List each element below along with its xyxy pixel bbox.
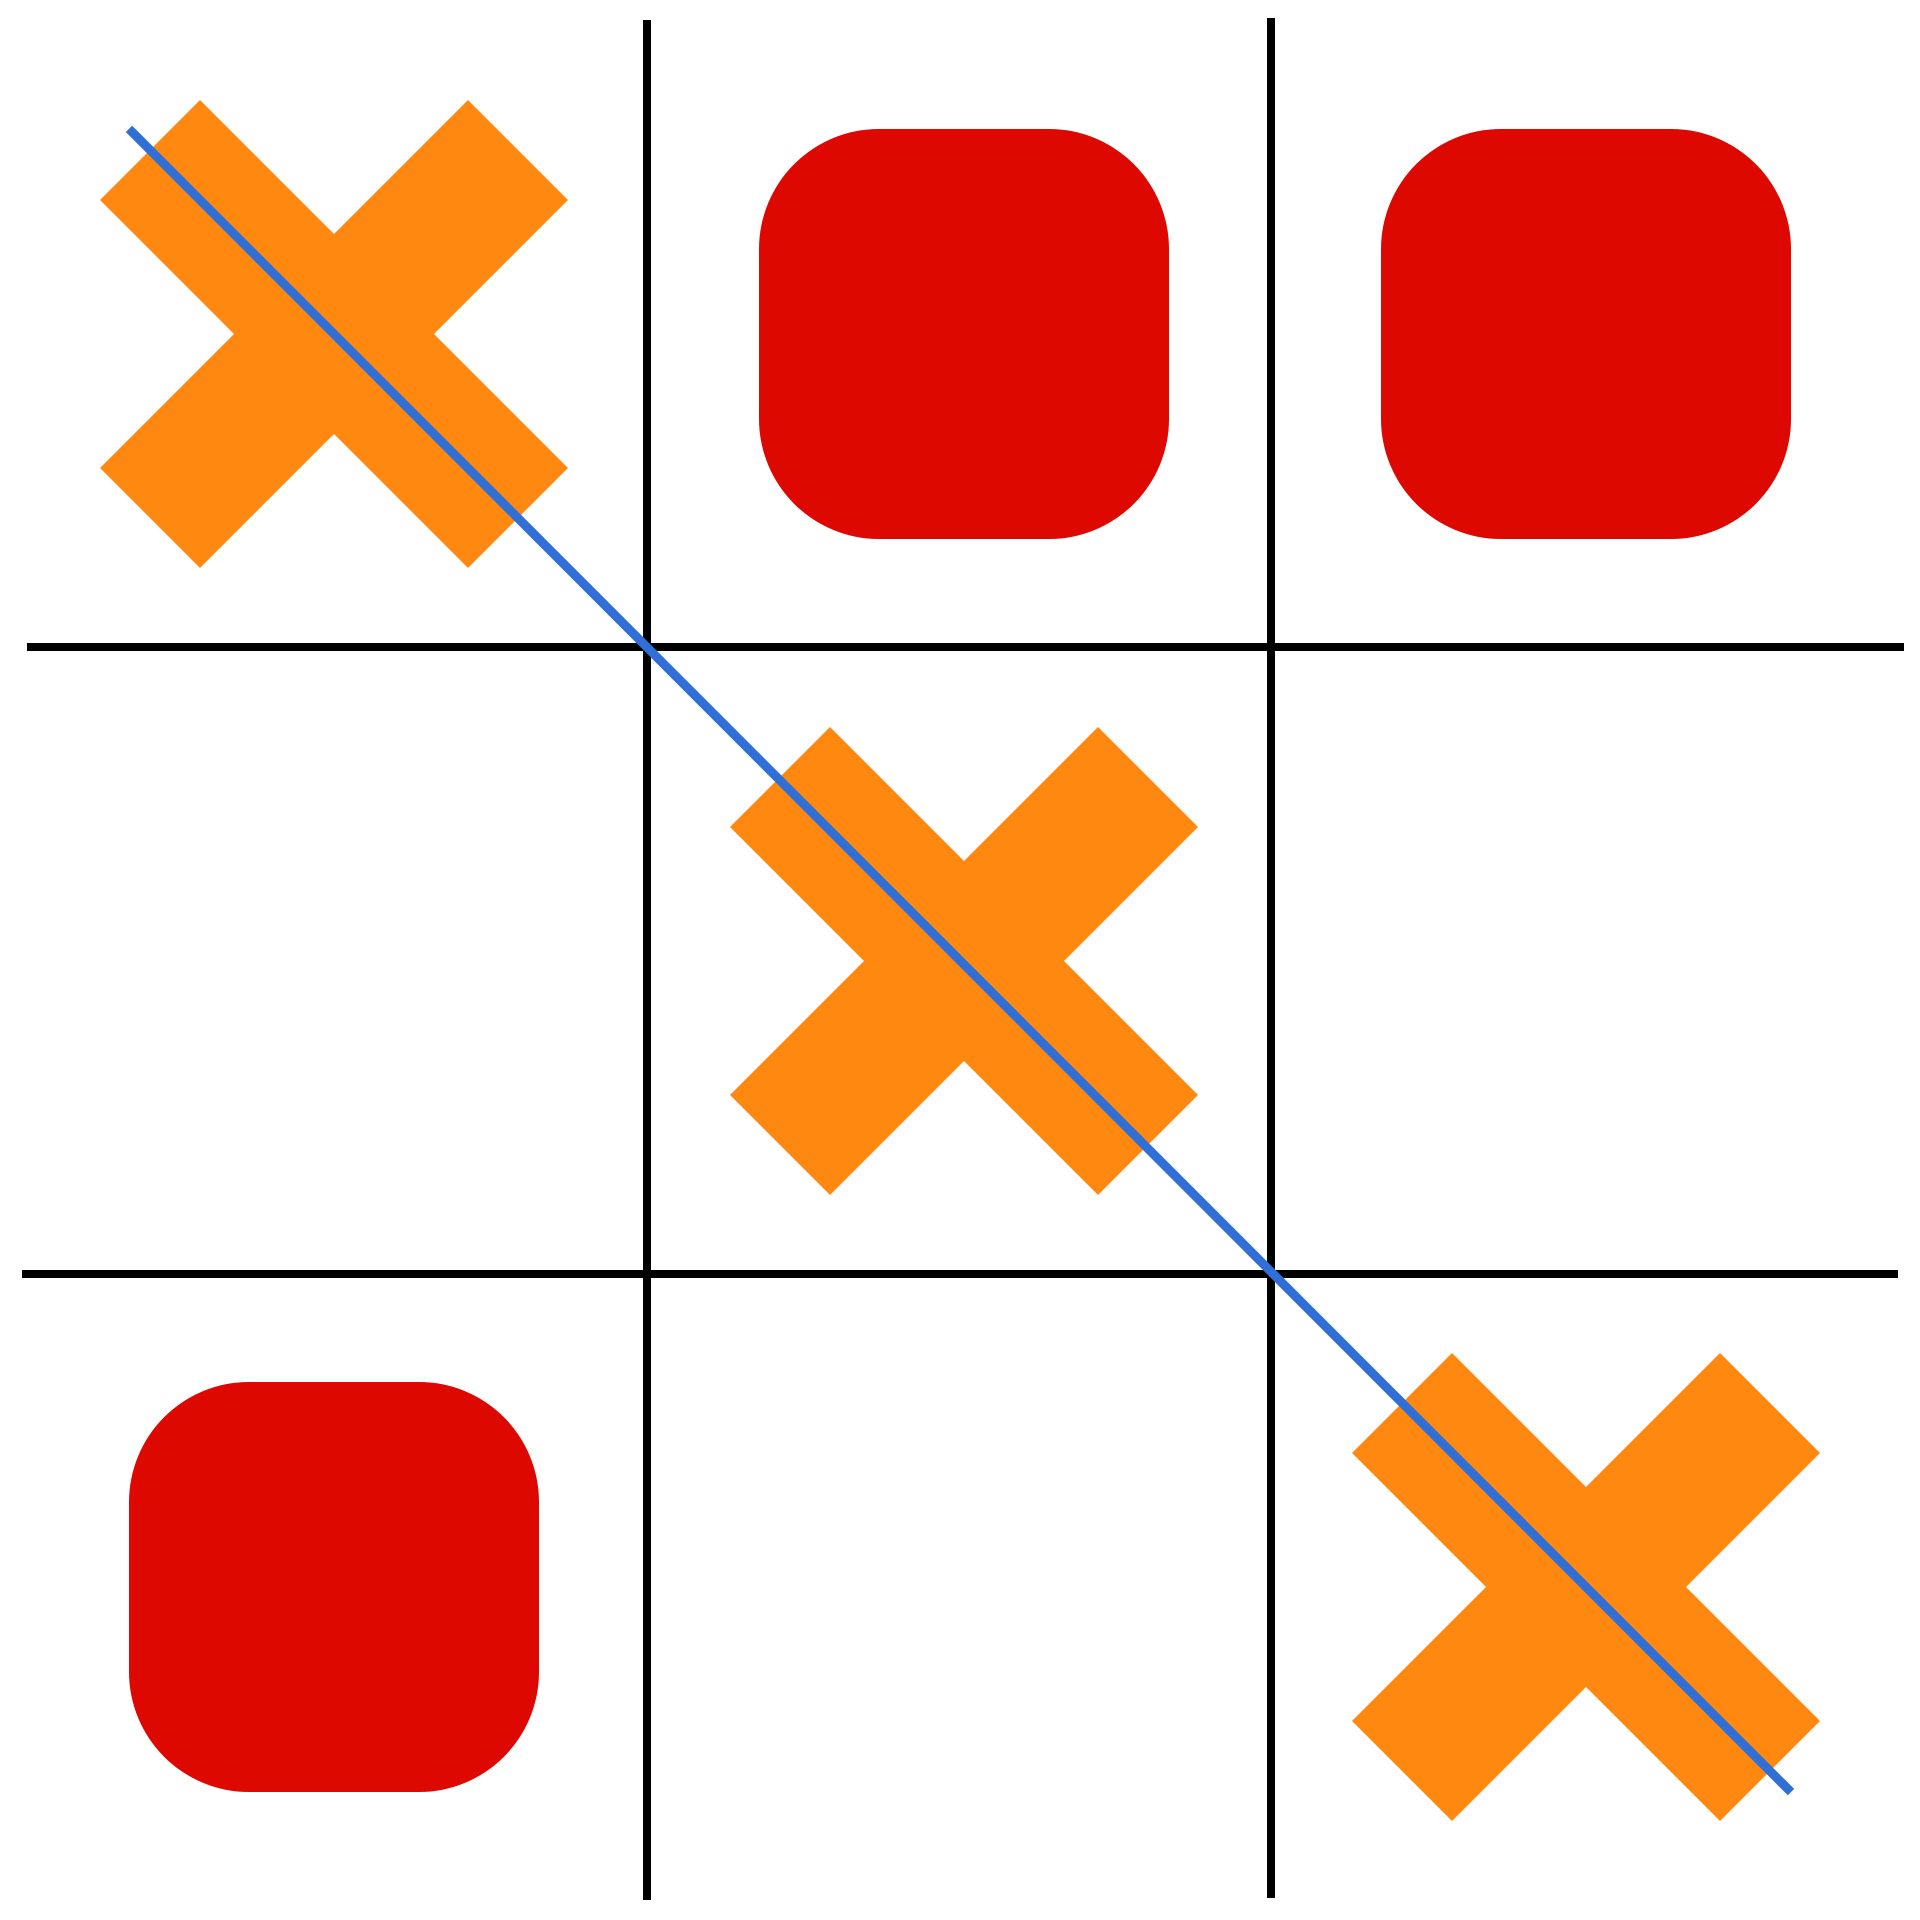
o-mark-icon-r1-c3 <box>1381 129 1791 539</box>
board-cell-r3-c2[interactable] <box>647 1274 1271 1900</box>
board-cell-r2-c3[interactable] <box>1271 647 1904 1274</box>
o-mark-icon-r1-c2 <box>759 129 1169 539</box>
board-grid <box>22 18 1904 1900</box>
board-cell-r2-c1[interactable] <box>27 647 647 1274</box>
o-mark-icon-r3-c1 <box>129 1382 539 1792</box>
winning-line <box>125 125 1795 1796</box>
